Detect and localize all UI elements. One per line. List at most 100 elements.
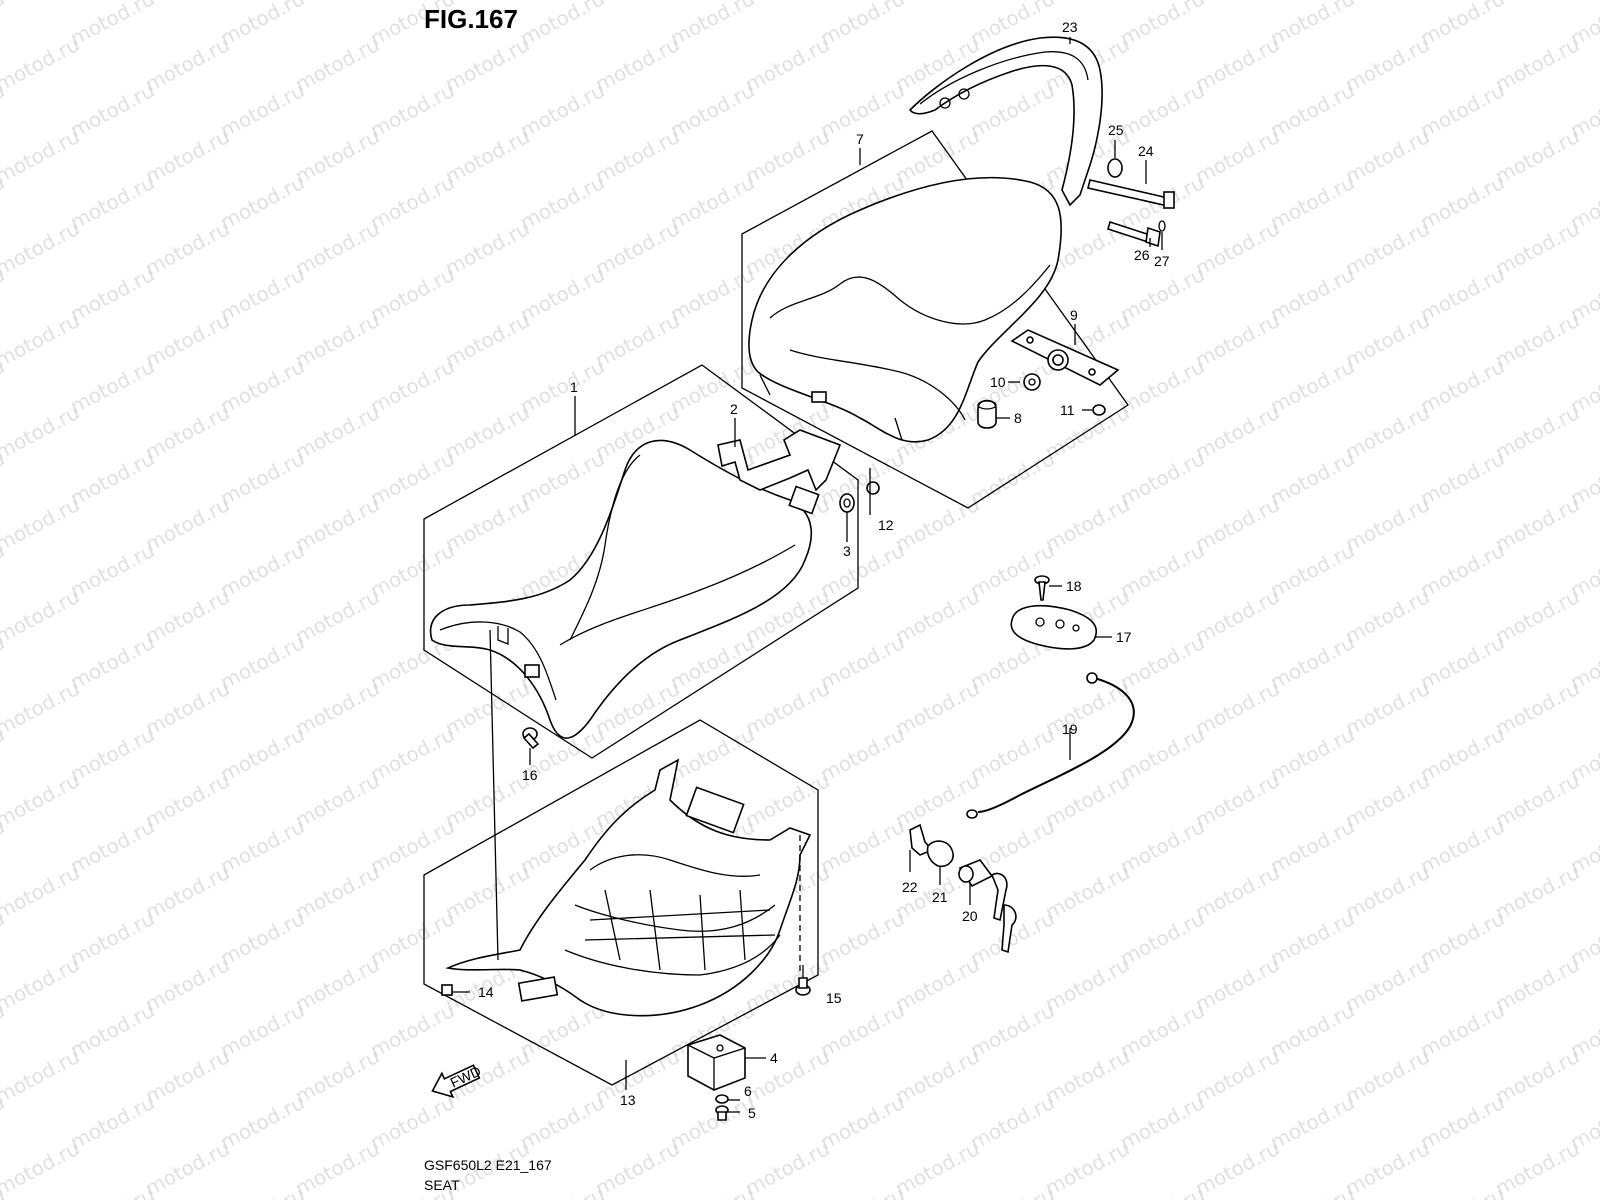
watermark-text: motod.ru xyxy=(666,1090,758,1154)
watermark-text: motod.ru xyxy=(1416,630,1508,694)
watermark-text: motod.ru xyxy=(1491,216,1583,280)
watermark-text: motod.ru xyxy=(1266,1182,1358,1200)
callout-25: 25 xyxy=(1108,122,1124,138)
watermark-text: motod.ru xyxy=(291,124,383,188)
cushion xyxy=(977,399,997,429)
callout-13: 13 xyxy=(620,1092,636,1108)
watermark-text: motod.ru xyxy=(1341,216,1433,280)
watermark-text: motod.ru xyxy=(366,446,458,510)
watermark-text: motod.ru xyxy=(366,262,458,326)
watermark-text: motod.ru xyxy=(891,952,983,1016)
watermark-text: motod.ru xyxy=(666,1182,758,1200)
watermark-text: motod.ru xyxy=(441,676,533,740)
front-seat-group xyxy=(423,364,880,759)
watermark-text: motod.ru xyxy=(891,492,983,556)
pillion-seat xyxy=(748,176,1063,443)
watermark-text: motod.ru xyxy=(1341,492,1433,556)
watermark-text: motod.ru xyxy=(1116,814,1208,878)
watermark-text: motod.ru xyxy=(441,860,533,924)
watermark-text: motod.ru xyxy=(216,1182,308,1200)
watermark-text: motod.ru xyxy=(1416,170,1508,234)
watermark-text: motod.ru xyxy=(1116,538,1208,602)
watermark-text: motod.ru xyxy=(1116,354,1208,418)
watermark-text: motod.ru xyxy=(141,124,233,188)
callout-19: 19 xyxy=(1062,721,1078,737)
watermark-text: motod.ru xyxy=(291,1136,383,1200)
watermark-text: motod.ru xyxy=(1416,0,1508,50)
grab-rail xyxy=(908,36,1175,248)
seat-base-group: FWD xyxy=(423,629,819,1099)
watermark-text: motod.ru xyxy=(666,0,758,50)
seat-release-group xyxy=(909,575,1135,954)
watermark-text: motod.ru xyxy=(1266,538,1358,602)
callout-15: 15 xyxy=(826,990,842,1006)
watermark-text: motod.ru xyxy=(291,860,383,924)
watermark-text: motod.ru xyxy=(66,262,158,326)
watermark-text: motod.ru xyxy=(1191,492,1283,556)
watermark-text: motod.ru xyxy=(1191,400,1283,464)
watermark-text: motod.ru xyxy=(1491,308,1583,372)
watermark-text: motod.ru xyxy=(816,1182,908,1200)
watermark-text: motod.ru xyxy=(1191,308,1283,372)
watermark-text: motod.ru xyxy=(1041,952,1133,1016)
watermark-text: motod.ru xyxy=(741,1044,833,1108)
watermark-text: motod.ru xyxy=(141,1044,233,1108)
watermark-text: motod.ru xyxy=(1191,1136,1283,1200)
watermark-text: motod.ru xyxy=(1191,676,1283,740)
watermark-text: motod.ru xyxy=(816,1090,908,1154)
watermark-text: motod.ru xyxy=(516,446,608,510)
watermark-text: motod.ru xyxy=(666,170,758,234)
watermark-text: motod.ru xyxy=(1491,32,1583,96)
watermark-text: motod.ru xyxy=(516,354,608,418)
watermark-text: motod.ru xyxy=(1266,262,1358,326)
figure-title: FIG.167 xyxy=(424,4,518,34)
watermark-text: motod.ru xyxy=(291,768,383,832)
watermark-text: motod.ru xyxy=(966,998,1058,1062)
watermark-text: motod.ru xyxy=(216,78,308,142)
watermark-text: motod.ru xyxy=(1116,998,1208,1062)
watermark-text: motod.ru xyxy=(1191,1044,1283,1108)
watermark-text: motod.ru xyxy=(0,308,83,372)
front-seat xyxy=(429,439,813,739)
watermark-text: motod.ru xyxy=(66,538,158,602)
watermark-text: motod.ru xyxy=(291,952,383,1016)
watermark-text: motod.ru xyxy=(1266,998,1358,1062)
callout-14: 14 xyxy=(478,984,494,1000)
watermark-text: motod.ru xyxy=(1491,952,1583,1016)
callout-23: 23 xyxy=(1062,19,1078,35)
watermark-text: motod.ru xyxy=(1116,1182,1208,1200)
watermark-text: motod.ru xyxy=(0,32,83,96)
watermark-text: motod.ru xyxy=(816,814,908,878)
watermark-text: motod.ru xyxy=(1416,78,1508,142)
callout-6: 6 xyxy=(744,1083,752,1099)
watermark-text: motod.ru xyxy=(216,354,308,418)
lock-box xyxy=(687,1034,746,1091)
watermark-text: motod.ru xyxy=(0,216,83,280)
watermark-text: motod.ru xyxy=(1266,1090,1358,1154)
watermark-text: motod.ru xyxy=(216,446,308,510)
watermark-text: motod.ru xyxy=(741,1136,833,1200)
watermark-text: motod.ru xyxy=(1041,1136,1133,1200)
watermark-text: motod.ru xyxy=(591,308,683,372)
callout-22: 22 xyxy=(902,879,918,895)
watermark-text: motod.ru xyxy=(216,814,308,878)
watermark-text: motod.ru xyxy=(666,78,758,142)
watermark-text: motod.ru xyxy=(1341,124,1433,188)
watermark-text: motod.ru xyxy=(1191,216,1283,280)
watermark-text: motod.ru xyxy=(816,722,908,786)
watermark-text: motod.ru xyxy=(1491,492,1583,556)
callout-4: 4 xyxy=(770,1050,778,1066)
seat-bracket xyxy=(717,429,842,492)
watermark-text: motod.ru xyxy=(1416,722,1508,786)
watermark-text: motod.ru xyxy=(966,1182,1058,1200)
watermark-text: motod.ru xyxy=(1266,446,1358,510)
watermark-text: motod.ru xyxy=(741,768,833,832)
watermark-text: motod.ru xyxy=(0,952,83,1016)
watermark-text: motod.ru xyxy=(441,400,533,464)
callout-21: 21 xyxy=(932,889,948,905)
seat-base xyxy=(445,758,812,1017)
watermark-text: motod.ru xyxy=(1491,584,1583,648)
watermark-text: motod.ru xyxy=(366,1090,458,1154)
watermark-text: motod.ru xyxy=(1566,1182,1600,1200)
watermark-text: motod.ru xyxy=(291,676,383,740)
